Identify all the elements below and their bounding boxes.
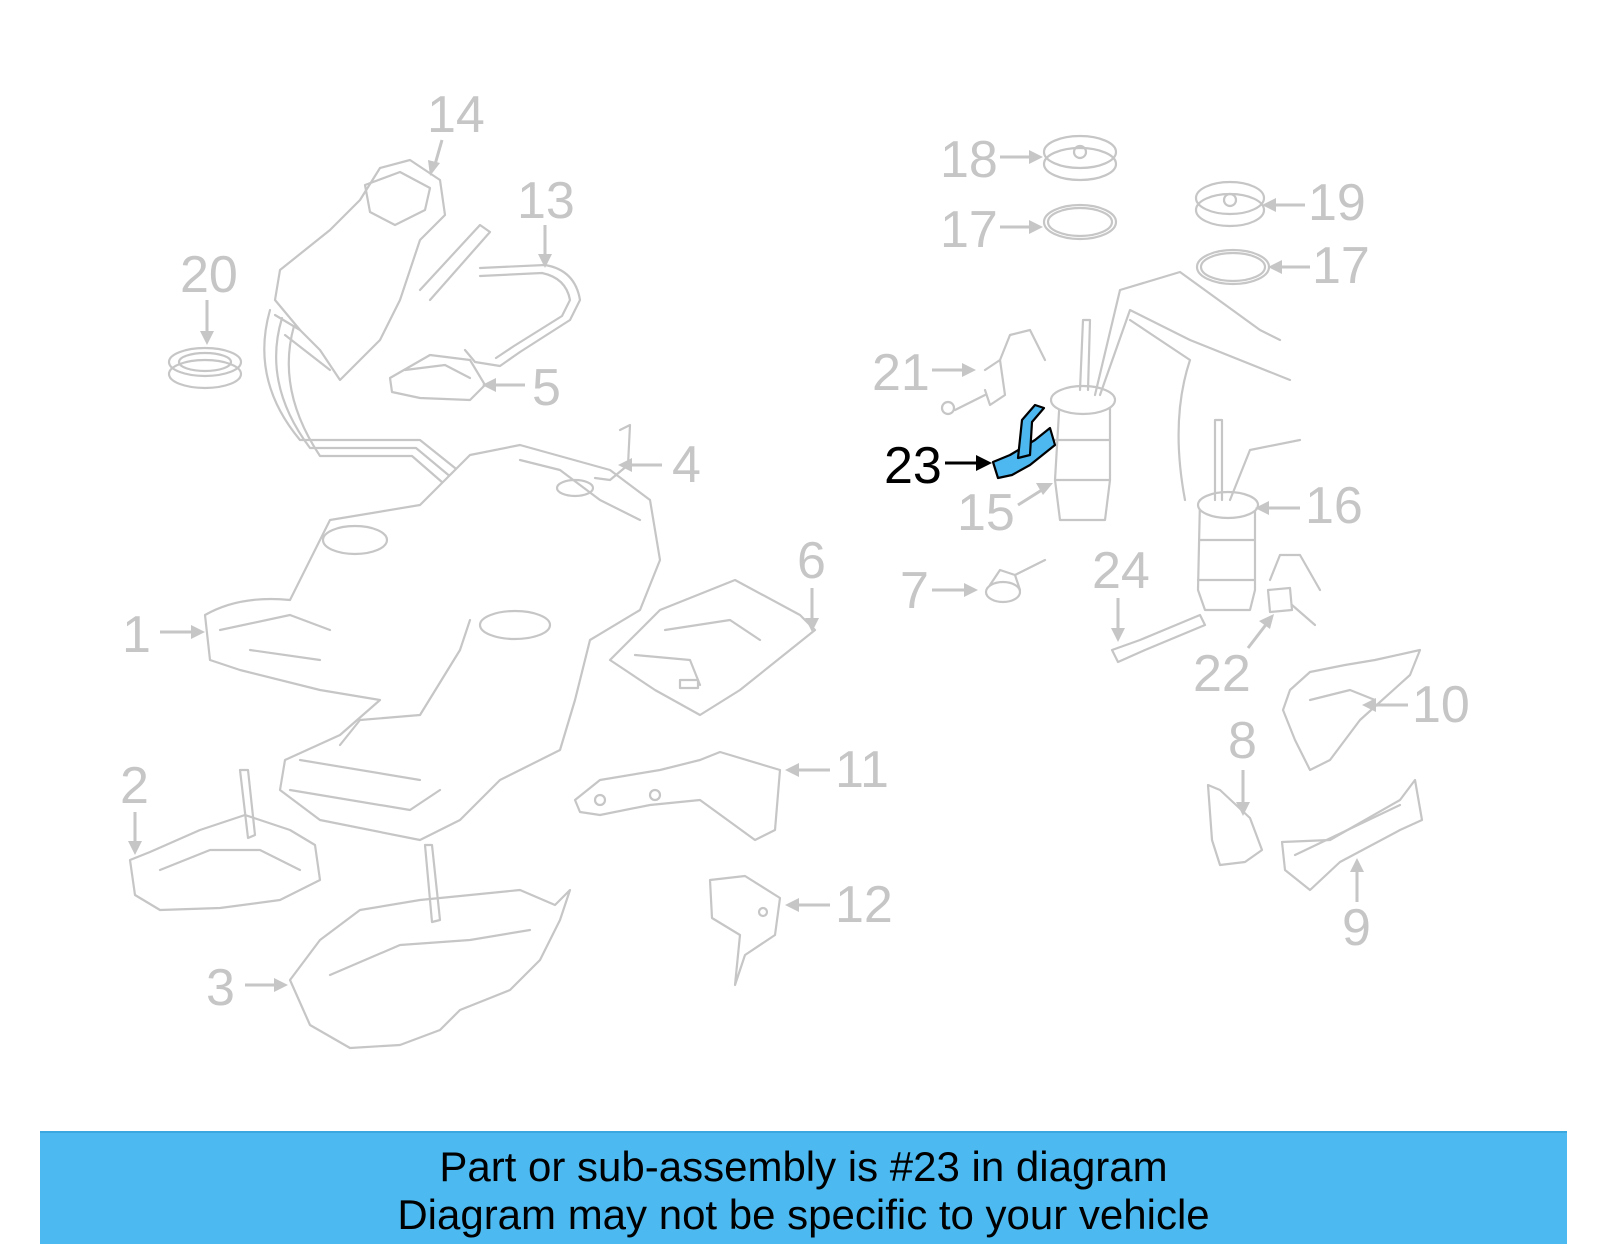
callout-7: 7 (900, 562, 929, 620)
part-11-heat-shield (573, 750, 782, 842)
callout-14: 14 (427, 86, 485, 144)
callout-23: 23 (884, 437, 942, 495)
callout-17a: 17 (940, 201, 998, 259)
callout-11: 11 (835, 741, 889, 799)
callout-1: 1 (122, 606, 151, 664)
callout-13: 13 (517, 172, 575, 230)
part-15-pump-module (1049, 270, 1292, 522)
callout-arrows (128, 139, 1408, 992)
part-22-sender (1266, 553, 1322, 627)
callout-2: 2 (120, 757, 149, 815)
part-19-cap (1194, 180, 1266, 228)
part-12-shield (708, 874, 782, 987)
callout-6: 6 (797, 532, 826, 590)
part-13-hose (463, 263, 582, 368)
callout-17b: 17 (1312, 237, 1370, 295)
callout-12: 12 (835, 876, 893, 934)
callout-labels: 14 13 20 5 4 1 6 11 12 2 3 18 17 19 17 2… (120, 86, 1470, 1017)
part-8-bracket (1206, 783, 1264, 867)
callout-19: 19 (1308, 174, 1366, 232)
callout-18: 18 (940, 131, 998, 189)
part-10-shield (1281, 648, 1422, 772)
callout-16: 16 (1305, 477, 1363, 535)
banner-line-part-number: Part or sub-assembly is #23 in diagram (439, 1143, 1168, 1190)
callout-22: 22 (1193, 645, 1251, 703)
part-3-underbody-shield (288, 843, 572, 1050)
part-20-lock-ring (167, 346, 243, 390)
part-17-seal-ring-a (1042, 203, 1118, 241)
part-9-rail (1280, 778, 1424, 892)
part-18-cap (1042, 134, 1118, 182)
part-17-seal-ring-b (1195, 248, 1271, 286)
callout-10: 10 (1412, 676, 1470, 734)
callout-20: 20 (180, 246, 238, 304)
part-16-pump-module (1128, 318, 1302, 612)
info-banner: Part or sub-assembly is #23 in diagram D… (40, 1131, 1567, 1244)
part-1-fuel-tank (203, 443, 662, 842)
callout-9: 9 (1342, 899, 1371, 957)
part-7-valve (984, 558, 1047, 604)
part-14-filler-neck (273, 158, 447, 382)
part-5-cover (388, 353, 487, 402)
part-23-bracket-highlighted (991, 403, 1057, 480)
callout-15: 15 (957, 484, 1015, 542)
fuel-lines (263, 223, 562, 604)
part-21-sender (940, 328, 1047, 416)
part-2-tray (128, 768, 322, 912)
callout-8: 8 (1228, 712, 1257, 770)
part-24-strap (1110, 613, 1207, 664)
callout-3: 3 (206, 959, 235, 1017)
callout-24: 24 (1092, 542, 1150, 600)
banner-line-disclaimer: Diagram may not be specific to your vehi… (397, 1191, 1210, 1238)
part-6-shield (608, 578, 817, 717)
callout-4: 4 (672, 436, 701, 494)
callout-5: 5 (532, 359, 561, 417)
callout-21: 21 (872, 344, 930, 402)
